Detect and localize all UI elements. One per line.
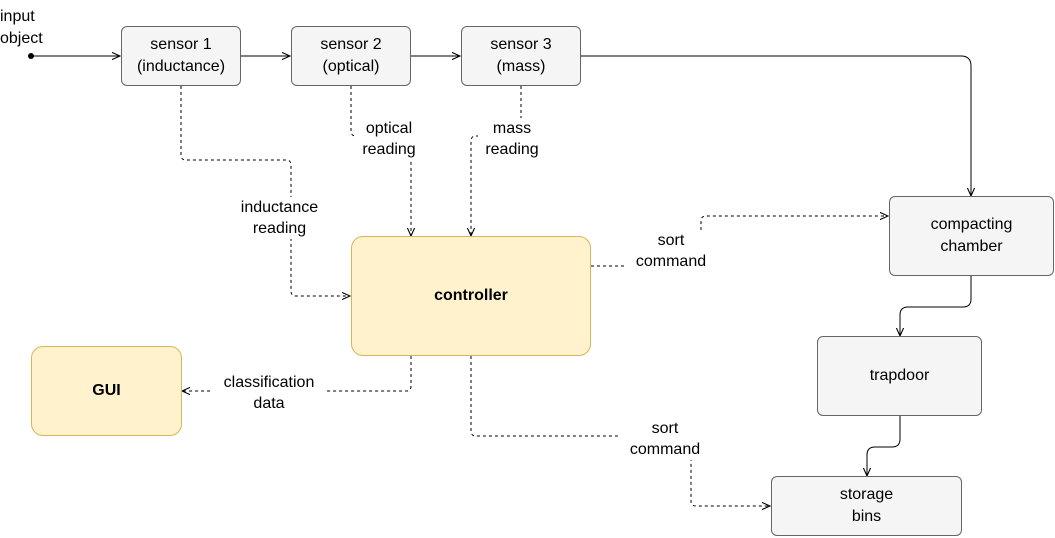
sensor-1-box: sensor 1 (inductance) bbox=[121, 26, 241, 86]
edge-sensor1-to-controller bbox=[180, 86, 350, 296]
sort-command-top-label: sort command bbox=[626, 230, 716, 272]
compacting-chamber-box: compacting chamber bbox=[889, 196, 1054, 276]
edge-sensor3-to-controller bbox=[471, 86, 522, 236]
input-object-label: input object bbox=[0, 8, 43, 47]
sort-command-bottom-label: sort command bbox=[620, 418, 710, 460]
optical-reading-label: optical reading bbox=[356, 118, 422, 160]
gui-box: GUI bbox=[31, 346, 182, 436]
sensor-2-box: sensor 2 (optical) bbox=[291, 26, 411, 86]
sensor-3-box: sensor 3 (mass) bbox=[461, 26, 581, 86]
mass-reading-label: mass reading bbox=[478, 118, 546, 160]
edge-compacting-to-trapdoor bbox=[900, 276, 972, 336]
trapdoor-box: trapdoor bbox=[817, 336, 982, 416]
inductance-reading-label: inductance reading bbox=[232, 197, 327, 239]
storage-bins-box: storage bins bbox=[771, 476, 962, 536]
edge-trapdoor-to-storage bbox=[867, 416, 901, 476]
edge-sensor3-to-compacting bbox=[581, 55, 971, 196]
controller-box: controller bbox=[351, 236, 591, 356]
edge-controller-to-gui bbox=[182, 356, 412, 391]
edge-sensor2-to-controller bbox=[350, 86, 411, 236]
classification-data-label: classification data bbox=[212, 372, 326, 414]
